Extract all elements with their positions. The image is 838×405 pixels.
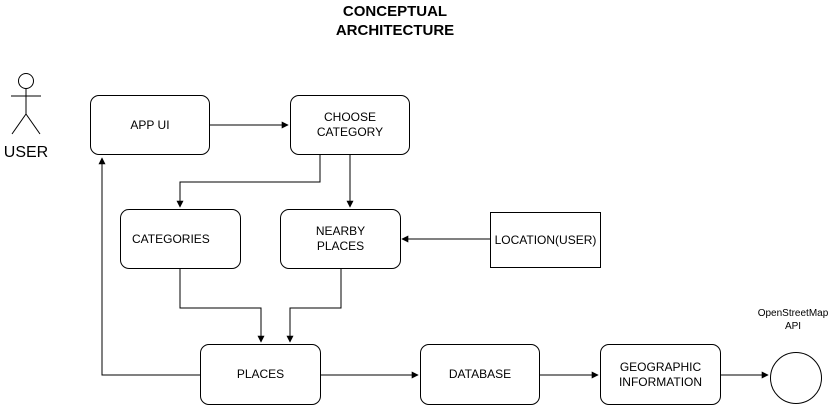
node-choose-category: CHOOSE CATEGORY xyxy=(290,95,410,155)
user-actor-icon xyxy=(11,73,41,135)
node-geographic-information: GEOGRAPHIC INFORMATION xyxy=(600,344,721,405)
edge-nearbyplaces-to-places xyxy=(286,269,342,343)
node-nearby-places: NEARBY PLACES xyxy=(280,209,401,269)
node-categories-label: CATEGORIES xyxy=(132,231,210,246)
node-choose-category-line2: CATEGORY xyxy=(316,125,384,139)
node-places-label: PLACES xyxy=(236,367,285,381)
node-app-ui-label: APP UI xyxy=(130,117,170,132)
api-label-line1: OpenStreetMap xyxy=(757,308,829,319)
node-location-user-label: LOCATION(USER) xyxy=(494,232,597,247)
node-geographic-information-line1: GEOGRAPHIC xyxy=(619,359,702,374)
node-location-user: LOCATION(USER) xyxy=(490,212,601,268)
node-database: DATABASE xyxy=(420,344,540,405)
diagram-title-line1: CONCEPTUAL xyxy=(342,3,448,20)
node-places: PLACES xyxy=(200,344,321,405)
edge-places-to-appui xyxy=(98,157,200,376)
diagram-title: CONCEPTUAL ARCHITECTURE xyxy=(295,2,495,40)
node-database-label: DATABASE xyxy=(448,367,512,381)
node-app-ui: APP UI xyxy=(90,95,210,155)
node-nearby-places-line2: PLACES xyxy=(316,239,365,253)
node-geographic-information-line2: INFORMATION xyxy=(618,374,703,389)
edge-choosecategory-to-categories xyxy=(176,155,321,208)
node-nearby-places-line1: NEARBY xyxy=(315,224,366,238)
api-label-line2: API xyxy=(784,321,802,332)
node-categories: CATEGORIES xyxy=(120,209,241,269)
edge-categories-to-places xyxy=(179,269,265,343)
actor-label: USER xyxy=(3,144,49,161)
api-endpoint-circle xyxy=(770,352,822,404)
api-label: OpenStreetMap API xyxy=(748,307,838,333)
node-choose-category-line1: CHOOSE xyxy=(323,110,376,124)
diagram-title-line2: ARCHITECTURE xyxy=(335,22,455,39)
